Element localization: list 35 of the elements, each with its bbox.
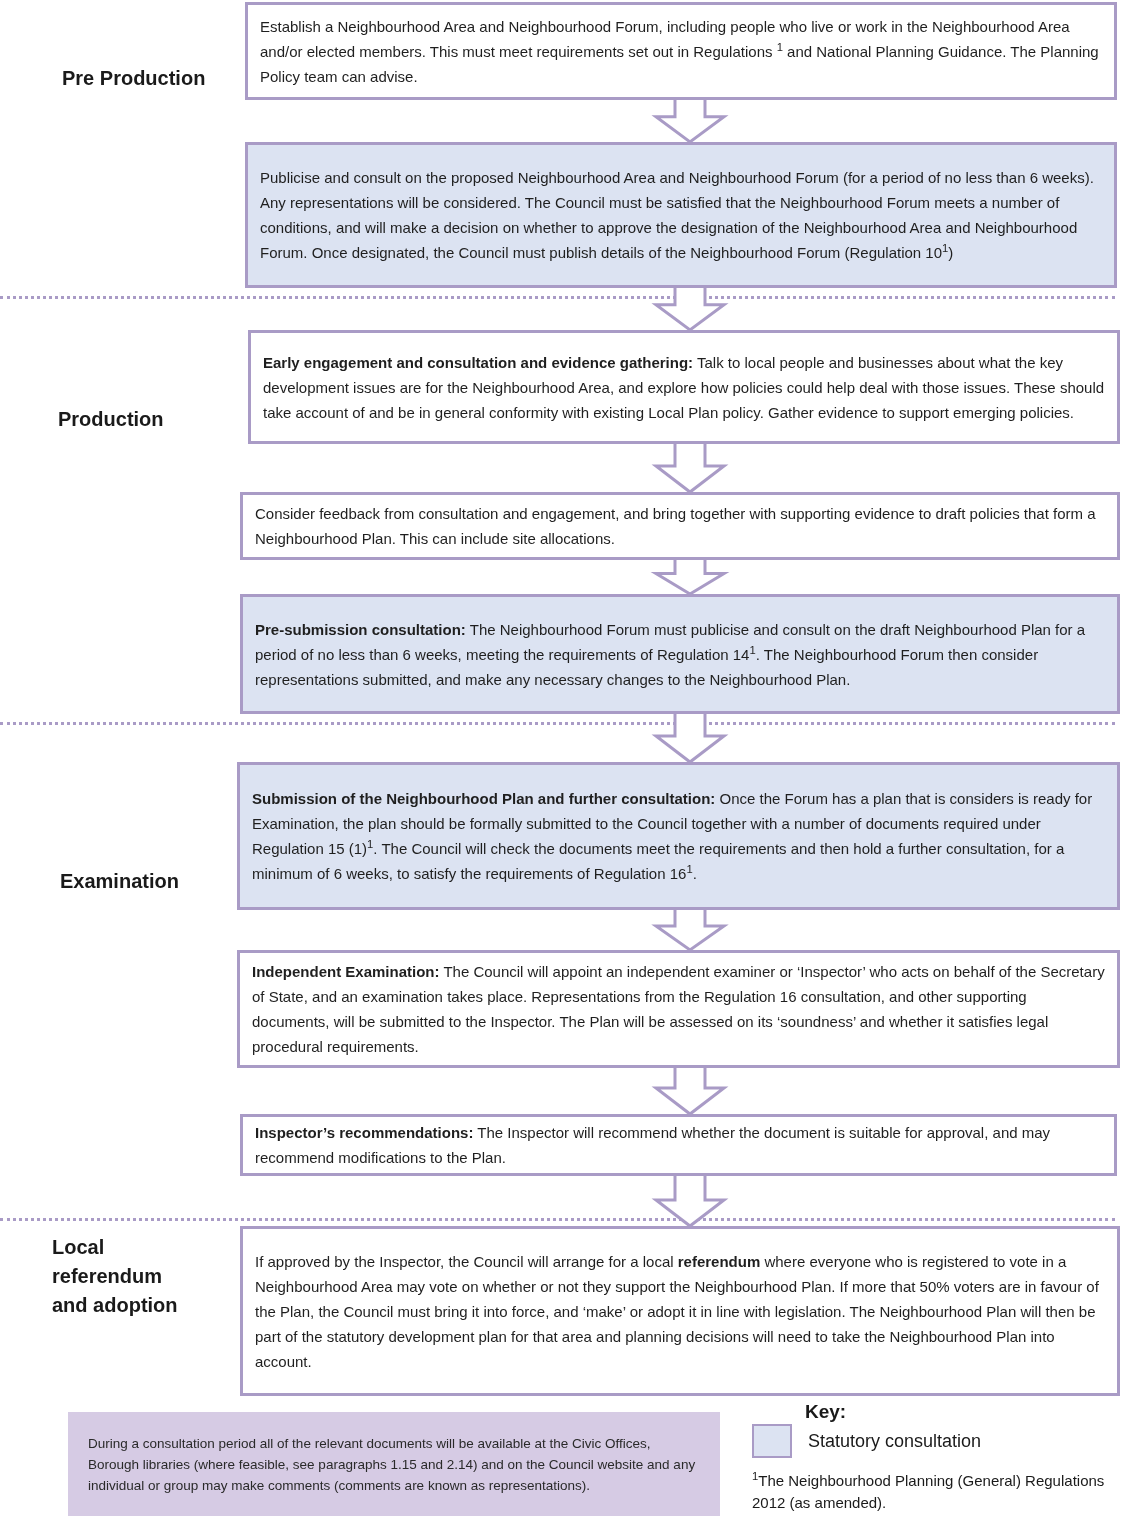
box-text: Pre-submission consultation: The Neighbourhood Forum must publicise and consult on the draft Neighbourhood Plan for a period of no less than 6 weeks, meeting the requirements of Regulation 14$^{1}$. The Neighbourhood Forum then consider representations submitted, and make any necessary changes to the Neighbourhood Plan. [255,619,1087,690]
phase-label: Local referendum and adoption [52,1235,179,1318]
process-box [245,2,1117,100]
block-arrow [651,1066,729,1116]
box-text: If approved by the Inspector, the Council will arrange for a local referendum where everyone who is registered to vote in a Neighbourhood Area may vote on whether or not they support the Neighbourhood Plan. If more that 50% voters are in favour of the Plan, the Council must bring it into force, and ‘make’ or adopt it in line with legislation. The Neighbourhood Plan will then be part of the statutory development plan for that area and planning decisions will need to take the Neighbourhood Plan into account. [255,1251,1100,1372]
process-box [248,330,1120,444]
process-box [245,142,1117,288]
block-arrow [651,712,729,764]
legend-text: Statutory consultation [808,1430,982,1453]
process-box [237,762,1120,910]
phase-label: Examination [60,869,180,894]
key-heading: Key: [805,1400,847,1424]
note-box [68,1412,720,1516]
block-arrow [650,558,730,596]
process-box [240,1114,1117,1176]
block-arrow [651,442,729,494]
box-text: During a consultation period all of the relevant documents will be available at the Civic Offices, Borough libraries (where feasible, see paragraphs 1.15 and 2.14) and on the Council website and any individual or group may make comments (comments are known as representations). [88,1434,697,1495]
phase-label: Production [58,407,165,432]
block-arrow [651,908,729,952]
process-box [237,950,1120,1068]
block-arrow [651,98,729,144]
process-box [240,492,1120,560]
phase-label: Pre Production [62,66,207,91]
box-text: Independent Examination: The Council will appoint an independent examiner or ‘Inspector’ who acts on behalf of the Secretary of State, and an examination takes place. Representations from the Regulation 16 consultation, and other supporting documents, will be submitted to the Inspector. The Plan will be assessed on its ‘soundness’ and whether it satisfies legal procedural requirements. [252,962,1105,1057]
box-text: Early engagement and consultation and evidence gathering: Talk to local people and businesses about what the key development issues are for the Neighbourhood Area, and explore how policies could help deal with those issues. These should take account of and be in general conformity with existing Local Plan policy. Gather evidence to support emerging policies. [263,352,1105,423]
box-text: Publicise and consult on the proposed Neighbourhood Area and Neighbourhood Forum (for a period of no less than 6 weeks). Any representations will be considered. The Council must be satisfied that the Neighbourhood Forum meets a number of conditions, and will make a decision on whether to approve the designation of the Neighbourhood Area and Neighbourhood Forum. Once designated, the Council must publish details of the Neighbourhood Forum (Regulation 10$^{1}$) [260,168,1095,263]
process-box [240,594,1120,714]
block-arrow [651,286,729,332]
block-arrow [651,1174,729,1228]
box-text: Establish a Neighbourhood Area and Neighbourhood Forum, including people who live or work in the Neighbourhood Area and/or elected members. This must meet requirements set out in Regulations $^{1}$ and National Planning Guidance. The Planning Policy team can advise. [260,16,1100,87]
box-text: Consider feedback from consultation and engagement, and bring together with supporting evidence to draft policies that form a Neighbourhood Plan. This can include site allocations. [255,504,1097,549]
process-box [240,1226,1120,1396]
box-text: Inspector’s recommendations: The Inspector will recommend whether the document is suitable for approval, and may recommend modifications to the Plan. [255,1123,1052,1168]
footnote: $^{1}$The Neighbourhood Planning (General) Regulations 2012 (as amended). [752,1470,1106,1513]
box-text: Submission of the Neighbourhood Plan and further consultation: Once the Forum has a plan that is considers is ready for Examination, the plan should be formally submitted to the Council together with a number of documents required under Regulation 15 (1)$^{1}$. The Council will check the documents meet the requirements and then hold a further consultation, for a minimum of 6 weeks, to satisfy the requirements of Regulation 16$^{1}$. [252,789,1094,884]
